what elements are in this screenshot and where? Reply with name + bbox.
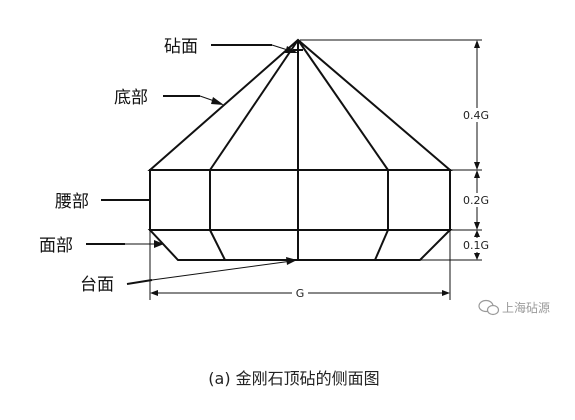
girdle-height-label: 0.2G [463, 194, 489, 207]
leader-lines [86, 44, 298, 285]
girdle-label: 腰部 [55, 192, 89, 212]
wechat-icon [478, 299, 500, 316]
pavilion-label: 面部 [39, 236, 73, 256]
watermark: 上海砧源 [478, 299, 550, 316]
pavilion-height-label: 0.1G [463, 239, 489, 252]
width-label: G [296, 287, 305, 300]
pavilion-outline [147, 229, 453, 261]
girdle-outline [149, 169, 451, 231]
figure-caption: (a) 金刚石顶砧的侧面图 [208, 369, 379, 388]
culet-label: 台面 [80, 275, 114, 295]
crown-outline [147, 38, 453, 171]
crown-label: 底部 [114, 88, 148, 108]
anvil-body [147, 38, 453, 261]
table-label: 砧面 [164, 37, 198, 57]
watermark-text: 上海砧源 [502, 300, 550, 315]
crown-height-label: 0.4G [463, 109, 489, 122]
